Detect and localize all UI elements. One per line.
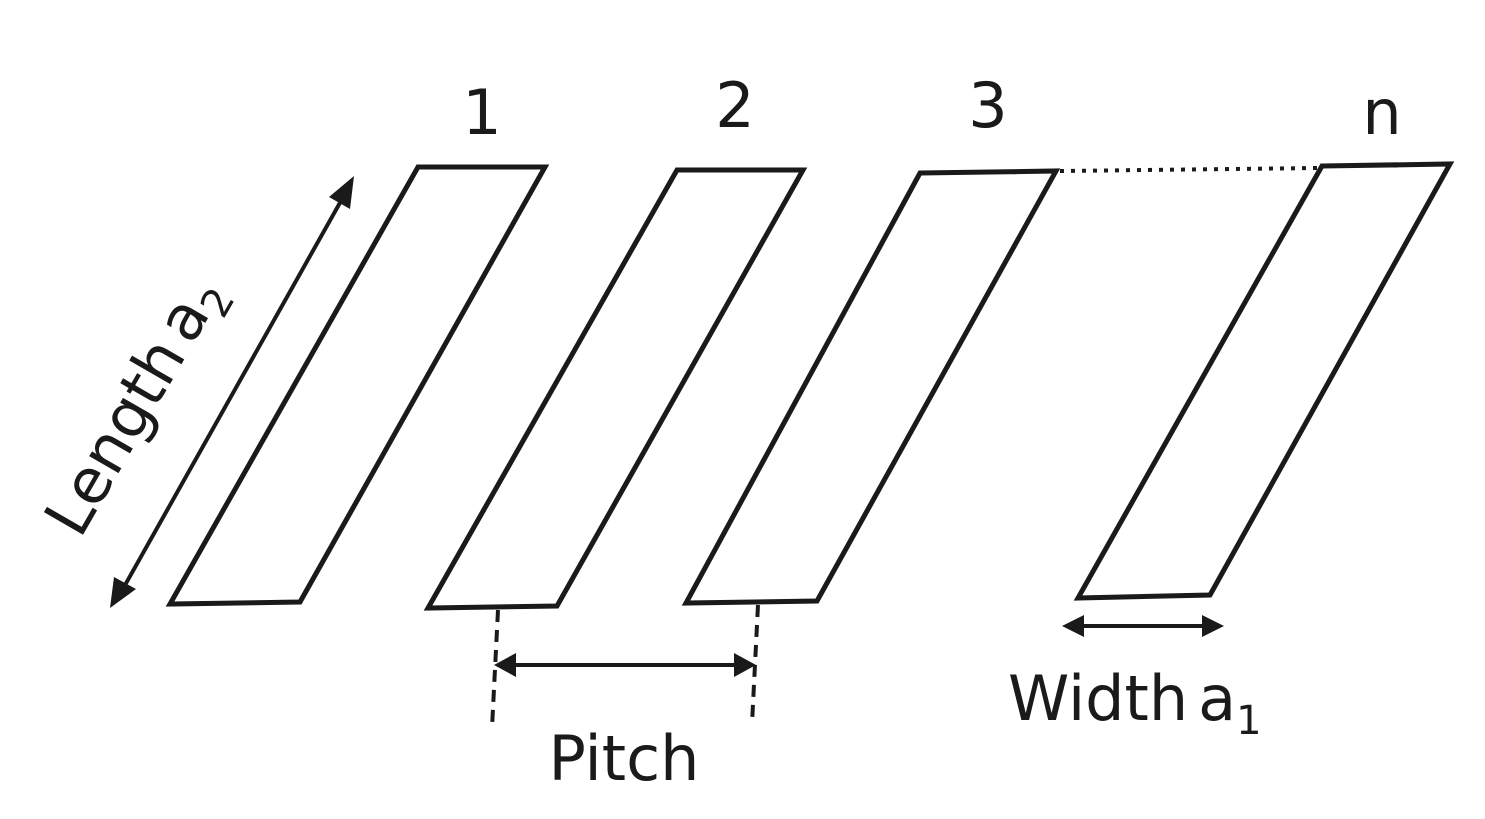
strip-1 — [165, 164, 550, 607]
strip-n — [1073, 161, 1455, 601]
length-label: Lengtha2 — [30, 262, 245, 552]
strip-3 — [681, 168, 1061, 606]
strip-2 — [423, 167, 808, 611]
strip-label-2: 2 — [715, 69, 754, 142]
pitch-arrow — [494, 653, 756, 677]
length-arrow — [110, 176, 354, 608]
length-arrowhead-top — [329, 176, 354, 209]
strip-label-1: 1 — [462, 76, 501, 149]
pitch-arrowhead-right — [734, 653, 756, 677]
width-arrow — [1062, 615, 1224, 637]
length-arrowhead-bottom — [110, 577, 136, 608]
strip-label-3: 3 — [968, 69, 1007, 142]
width-arrowhead-left — [1062, 615, 1084, 637]
continuation-dotted-line — [1059, 166, 1319, 173]
pitch-arrowhead-left — [494, 653, 516, 677]
strip-label-n: n — [1362, 76, 1401, 149]
pitch-label: Pitch — [549, 722, 700, 795]
width-arrowhead-right — [1202, 615, 1224, 637]
pitch-extension-left — [490, 609, 500, 729]
